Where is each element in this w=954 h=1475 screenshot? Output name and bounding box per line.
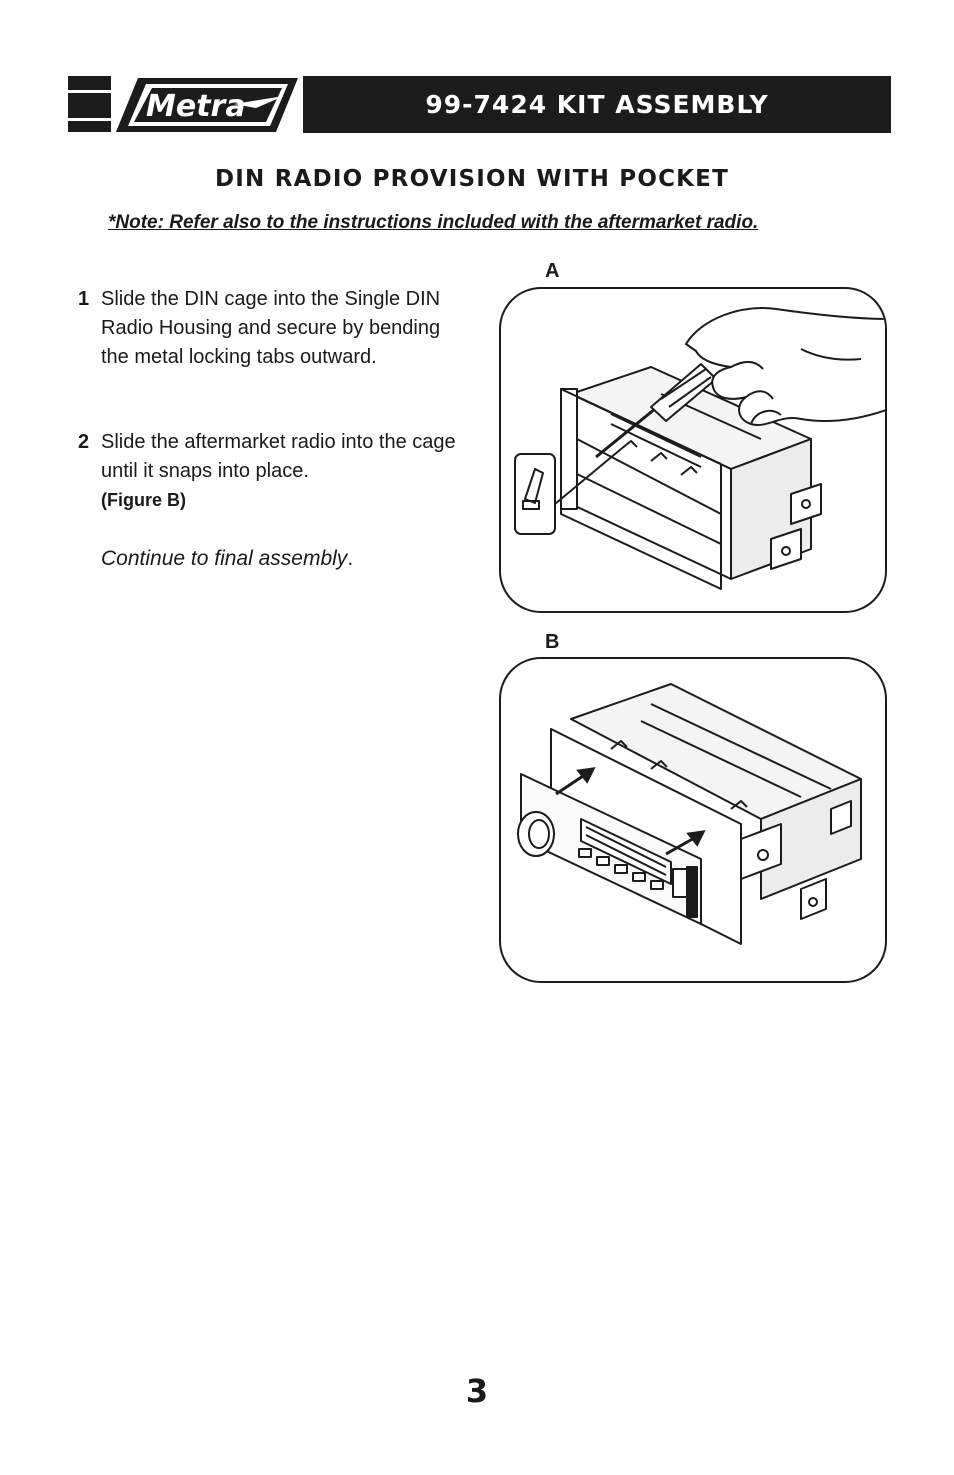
step-1: 1 Slide the DIN cage into the Single DIN… bbox=[78, 285, 468, 372]
figure-b-illustration bbox=[517, 683, 862, 945]
step-number: 2 bbox=[78, 431, 90, 453]
figure-b bbox=[499, 657, 887, 983]
metra-logo: Metra bbox=[116, 74, 298, 136]
step-number: 1 bbox=[78, 288, 90, 310]
continue-text: Continue to final assembly. bbox=[101, 547, 354, 570]
note-text: *Note: Refer also to the instructions in… bbox=[108, 212, 759, 233]
figure-reference: (Figure B) bbox=[101, 490, 186, 510]
figure-a-illustration bbox=[514, 307, 885, 590]
page-title: 99-7424 KIT ASSEMBLY bbox=[425, 90, 769, 119]
logo-text: Metra bbox=[146, 89, 246, 124]
header-block bbox=[68, 76, 111, 132]
figure-b-label: B bbox=[545, 631, 560, 653]
figure-a-label: A bbox=[545, 260, 560, 282]
page-number: 3 bbox=[465, 1372, 489, 1410]
section-title: DIN RADIO PROVISION WITH POCKET bbox=[214, 166, 729, 192]
step-2: 2 Slide the aftermarket radio into the c… bbox=[78, 428, 468, 515]
page-title-bar: 99-7424 KIT ASSEMBLY bbox=[303, 76, 891, 133]
step-text: Slide the aftermarket radio into the cag… bbox=[101, 431, 456, 482]
step-text: Slide the DIN cage into the Single DIN R… bbox=[101, 288, 441, 368]
figure-a bbox=[499, 287, 887, 613]
